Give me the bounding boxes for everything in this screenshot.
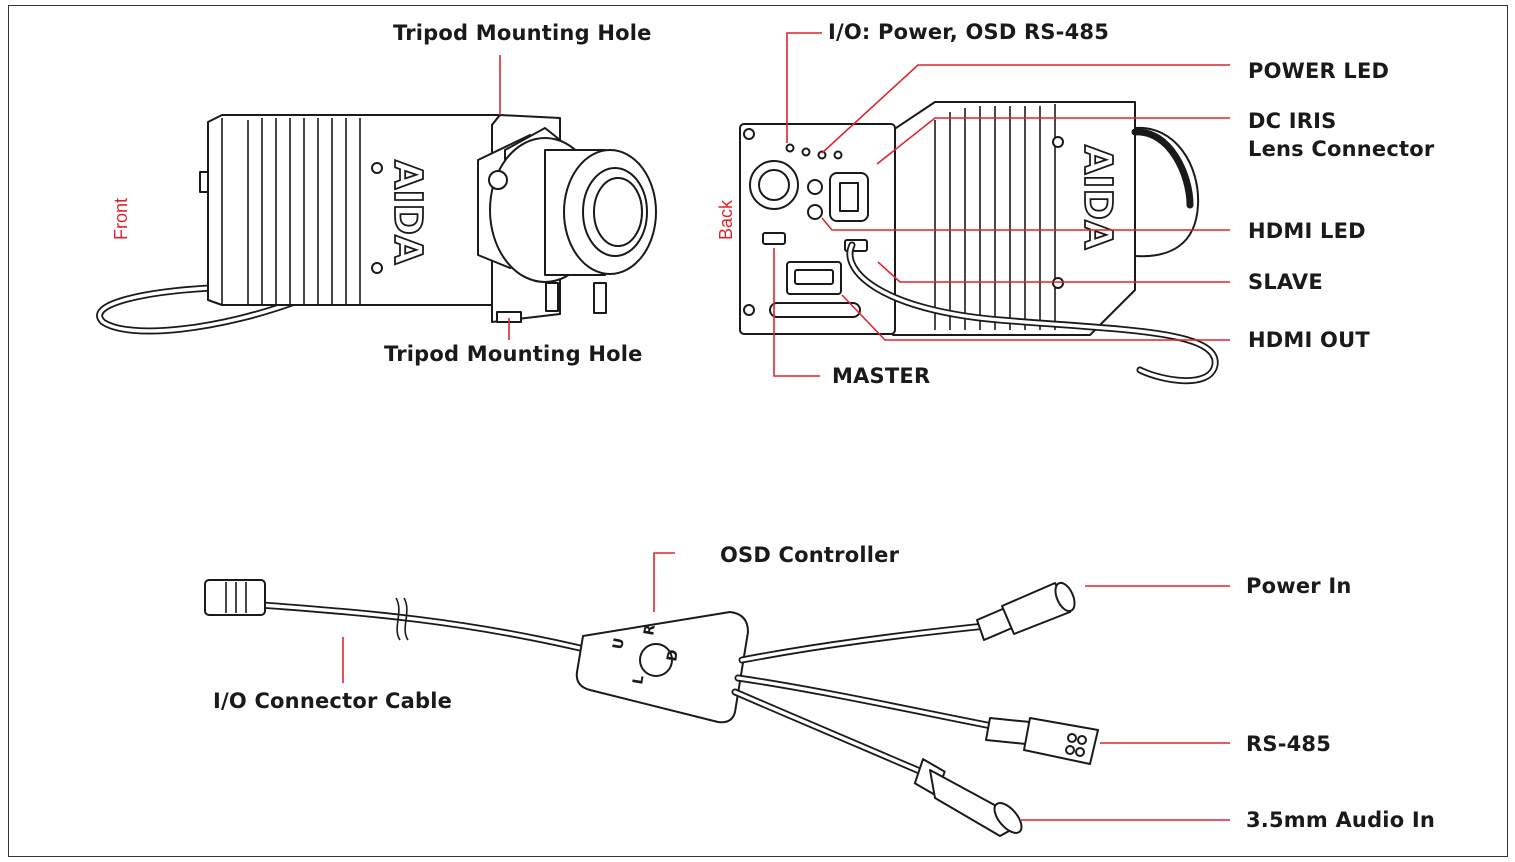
led-icon — [801, 147, 811, 157]
led-icon — [785, 143, 795, 153]
hdmi-led-label: HDMI LED — [1248, 219, 1366, 243]
io-connector-cable-label: I/O Connector Cable — [213, 689, 453, 713]
power-led-label: POWER LED — [1248, 59, 1390, 83]
diagram-frame — [8, 5, 1508, 857]
hdmi-led-icon — [807, 204, 823, 220]
back-screw-icon — [1052, 136, 1064, 148]
io-plug-icon — [204, 579, 266, 616]
back-screw-icon — [1052, 277, 1064, 289]
dc-iris-label: DC IRIS — [1248, 109, 1337, 133]
io-cable-assembly: U R D L — [204, 579, 1099, 837]
slave-label: SLAVE — [1248, 270, 1323, 294]
back-brand-mark: AIDA — [1076, 145, 1120, 250]
audio-in-plug-icon — [913, 758, 1023, 837]
tripod-hole-top-label: Tripod Mounting Hole — [393, 21, 652, 45]
back-side-label: Back — [716, 199, 736, 240]
front-side-label: Front — [111, 197, 131, 240]
led-icon — [833, 150, 843, 160]
power-led-icon — [817, 150, 827, 160]
front-brand-mark: AIDA — [386, 160, 430, 265]
osd-controller-label: OSD Controller — [720, 543, 900, 567]
osd-right-label: R — [641, 623, 659, 637]
front-camera: AIDA — [96, 114, 657, 335]
io-connector-label: I/O: Power, OSD RS-485 — [828, 20, 1110, 44]
front-body-side — [207, 114, 501, 306]
lens-connector-label: Lens Connector — [1248, 137, 1435, 161]
osd-down-label: D — [664, 648, 682, 662]
audio-in-label: 3.5mm Audio In — [1246, 808, 1436, 832]
back-camera: AIDA — [739, 101, 1219, 385]
osd-left-label: L — [630, 674, 647, 686]
front-screw-icon — [371, 162, 383, 174]
power-in-plug-icon — [976, 581, 1076, 641]
master-label: MASTER — [832, 364, 931, 388]
callout-lines — [342, 32, 1230, 821]
rs485-plug-icon — [985, 717, 1099, 765]
osd-up-label: U — [610, 637, 628, 651]
front-screw-icon — [371, 262, 383, 274]
master-port-icon — [762, 232, 786, 245]
power-in-label: Power In — [1246, 574, 1352, 598]
osd-joystick-icon[interactable] — [639, 643, 673, 677]
back-body-side — [892, 101, 1136, 336]
hdmi-out-label: HDMI OUT — [1248, 328, 1370, 352]
rs485-label: RS-485 — [1246, 732, 1332, 756]
tripod-hole-bottom-label: Tripod Mounting Hole — [384, 342, 643, 366]
